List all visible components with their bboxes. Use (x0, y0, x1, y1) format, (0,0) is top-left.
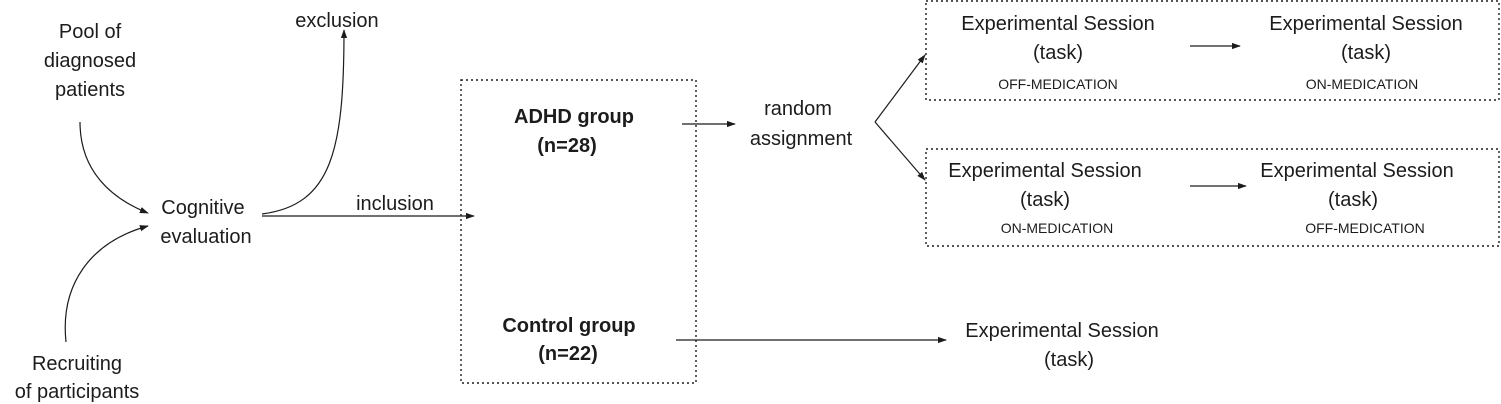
random-to-sequence2-arrow (874, 121, 926, 181)
random-assignment-line2: assignment (750, 128, 853, 150)
pool-label-line1: Pool of (59, 21, 122, 43)
groups-box (460, 79, 697, 384)
control-group-count: (n=22) (538, 343, 597, 365)
session-2a-condition: ON-MEDICATION (1001, 220, 1114, 236)
inclusion-label: inclusion (356, 193, 434, 215)
session-1b-condition: ON-MEDICATION (1306, 76, 1419, 92)
session-1b-title: Experimental Session (1269, 13, 1462, 35)
adhd-group-label: ADHD group (514, 106, 634, 128)
evaluation-to-exclusion-arrow (261, 29, 348, 215)
session-2a-title: Experimental Session (948, 160, 1141, 182)
session-sequence-box-1 (925, 0, 1500, 101)
recruiting-label-line1: Recruiting (32, 353, 122, 375)
session-2a-task: (task) (1020, 189, 1070, 211)
session-1b-task: (task) (1341, 42, 1391, 64)
pool-label-line3: patients (55, 79, 125, 101)
exclusion-label: exclusion (295, 10, 378, 32)
session-1a-title: Experimental Session (961, 13, 1154, 35)
cognitive-evaluation-line1: Cognitive (161, 197, 244, 219)
session-2b-task: (task) (1328, 189, 1378, 211)
random-to-sequence1-arrow (874, 54, 926, 123)
session-2b-title: Experimental Session (1260, 160, 1453, 182)
cognitive-evaluation-line2: evaluation (160, 226, 251, 248)
session-2b-condition: OFF-MEDICATION (1305, 220, 1425, 236)
random-assignment-line1: random (764, 98, 832, 120)
control-session-task: (task) (1044, 349, 1094, 371)
pool-label-line2: diagnosed (44, 50, 136, 72)
recruiting-to-evaluation-arrow (64, 225, 149, 343)
control-group-label: Control group (502, 315, 635, 337)
pool-to-evaluation-arrow (79, 121, 149, 214)
session-sequence-box-2 (925, 148, 1500, 247)
session-1a-condition: OFF-MEDICATION (998, 76, 1118, 92)
control-session-title: Experimental Session (965, 320, 1158, 342)
adhd-group-count: (n=28) (537, 135, 596, 157)
recruiting-label-line2: of participants (15, 381, 140, 403)
session-1a-task: (task) (1033, 42, 1083, 64)
